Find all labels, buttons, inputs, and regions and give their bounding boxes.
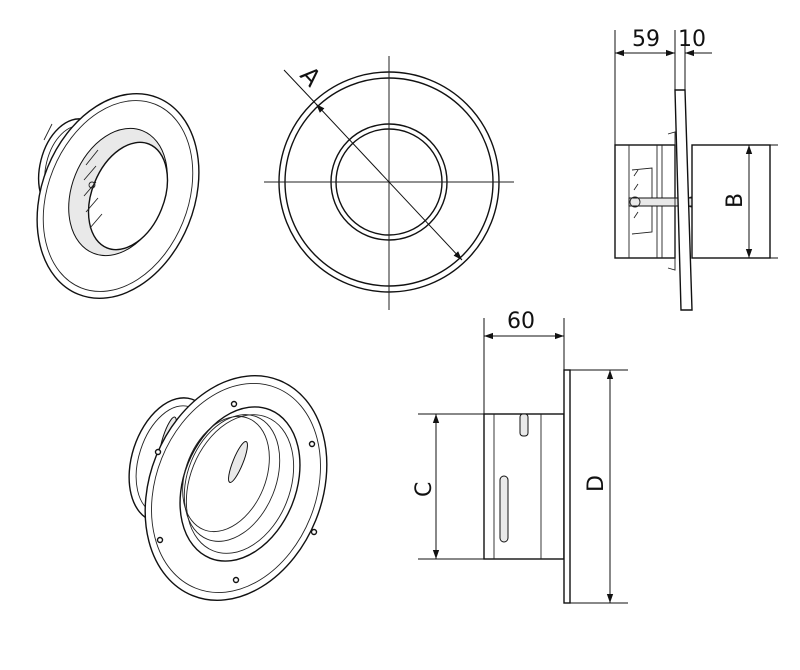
dimension-d-label: D bbox=[584, 475, 609, 492]
side-spigot bbox=[691, 144, 771, 259]
dimension-a-leader bbox=[283, 69, 319, 107]
dimension-59-label: 59 bbox=[632, 27, 660, 52]
side-flange bbox=[674, 89, 693, 311]
isometric-view-bottom bbox=[128, 375, 328, 601]
flange-plate bbox=[563, 369, 571, 604]
front-view: A bbox=[264, 56, 514, 310]
dimension-c-label: C bbox=[412, 482, 437, 497]
isometric-view-top bbox=[36, 92, 200, 300]
collar-body bbox=[483, 413, 565, 560]
dimension-b-label: B bbox=[723, 193, 748, 208]
dimension-60-label: 60 bbox=[507, 309, 535, 334]
dimension-10-label: 10 bbox=[678, 27, 706, 52]
dimension-a-label: A bbox=[295, 61, 327, 93]
dimension-a-line bbox=[315, 103, 463, 261]
side-view-top: 59 10 B bbox=[614, 27, 778, 311]
side-view-bottom: 60 C D bbox=[412, 309, 628, 604]
